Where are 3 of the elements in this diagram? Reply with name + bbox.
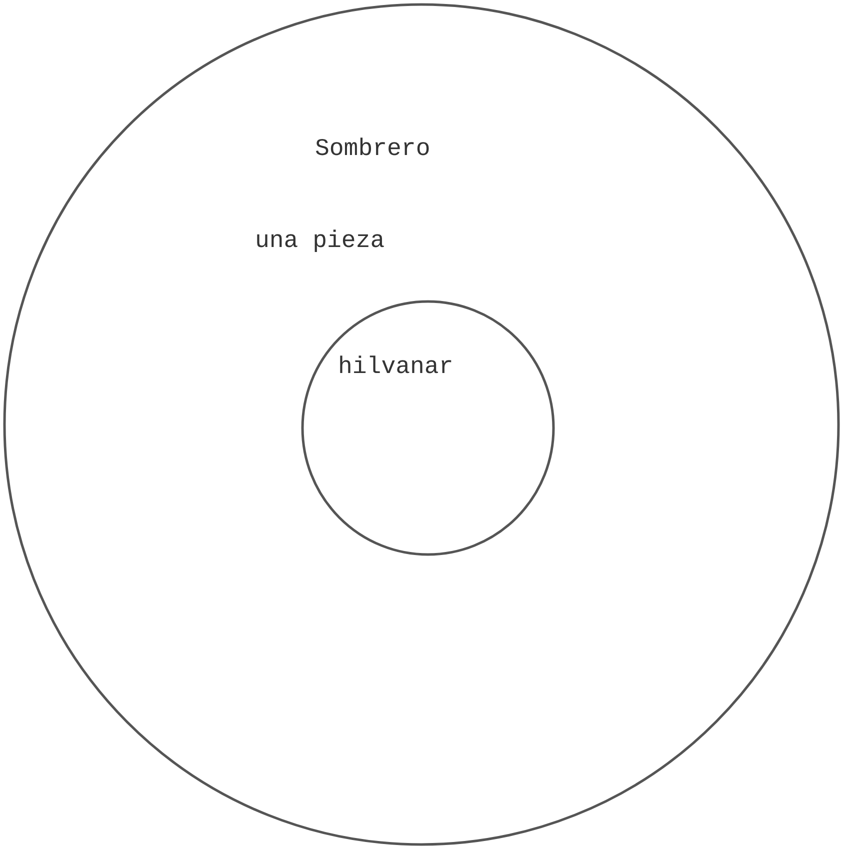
circle-label: hilvanar bbox=[338, 355, 454, 382]
circle-label: Sombrero bbox=[315, 137, 430, 164]
circle-label: una pieza bbox=[255, 229, 385, 256]
